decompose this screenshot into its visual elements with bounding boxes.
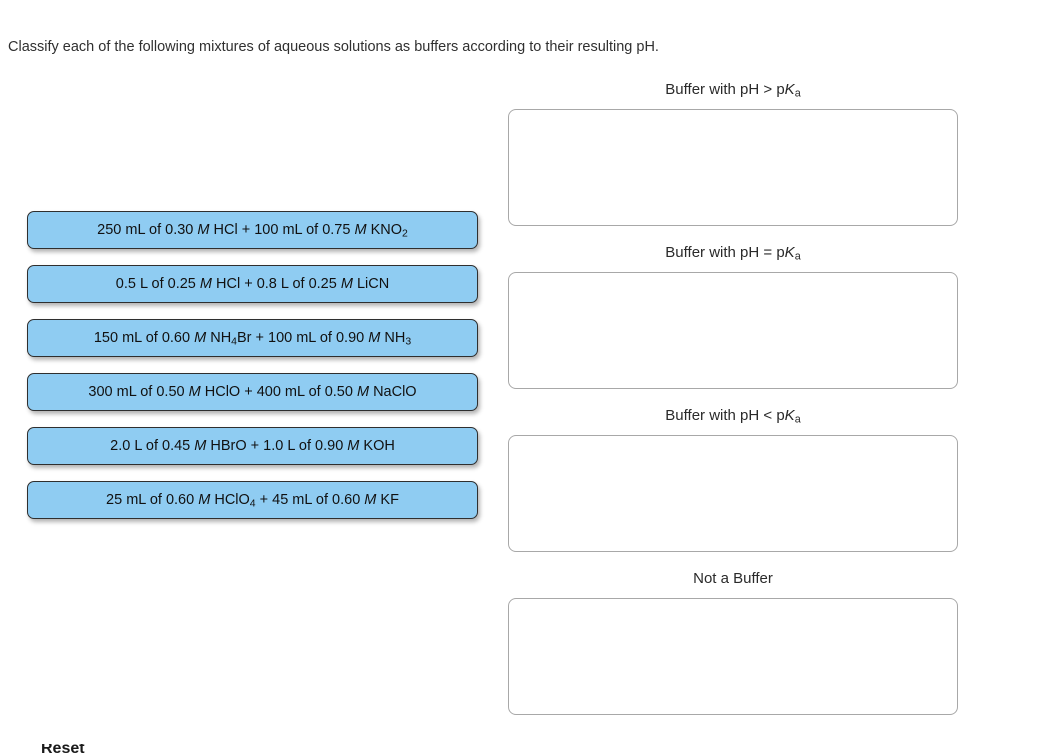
drop-zone-not-a-buffer[interactable] [508, 598, 958, 715]
drop-target-column: Buffer with pH > pKa Buffer with pH = pK… [508, 80, 958, 732]
drop-zone-ph-greater-than-pka[interactable] [508, 109, 958, 226]
draggable-item-label: 25 mL of 0.60 M HClO4 + 45 mL of 0.60 M … [106, 491, 399, 510]
draggable-item-label: 150 mL of 0.60 M NH4Br + 100 mL of 0.90 … [93, 329, 412, 348]
drop-zone-label: Buffer with pH = pKa [665, 244, 801, 263]
drop-group-ph-greater-than-pka: Buffer with pH > pKa [508, 80, 958, 226]
drop-zone-label: Buffer with pH > pKa [665, 81, 801, 100]
draggable-item[interactable]: 300 mL of 0.50 M HClO + 400 mL of 0.50 M… [27, 373, 478, 411]
drop-zone-ph-equal-pka[interactable] [508, 272, 958, 389]
reset-button[interactable]: Reset [41, 744, 85, 754]
draggable-item-label: 0.5 L of 0.25 M HCl + 0.8 L of 0.25 M Li… [115, 275, 390, 292]
drop-zone-ph-less-than-pka[interactable] [508, 435, 958, 552]
draggable-item-label: 300 mL of 0.50 M HClO + 400 mL of 0.50 M… [88, 383, 417, 400]
draggable-item[interactable]: 25 mL of 0.60 M HClO4 + 45 mL of 0.60 M … [27, 481, 478, 519]
drop-zone-label: Buffer with pH < pKa [665, 407, 801, 426]
draggable-item-label: 2.0 L of 0.45 M HBrO + 1.0 L of 0.90 M K… [110, 437, 395, 454]
item-bank: 250 mL of 0.30 M HCl + 100 mL of 0.75 M … [27, 211, 478, 535]
drop-group-ph-less-than-pka: Buffer with pH < pKa [508, 406, 958, 552]
drop-group-ph-equal-pka: Buffer with pH = pKa [508, 243, 958, 389]
question-prompt: Classify each of the following mixtures … [8, 39, 659, 55]
draggable-item[interactable]: 2.0 L of 0.45 M HBrO + 1.0 L of 0.90 M K… [27, 427, 478, 465]
draggable-item[interactable]: 0.5 L of 0.25 M HCl + 0.8 L of 0.25 M Li… [27, 265, 478, 303]
drop-group-not-a-buffer: Not a Buffer [508, 569, 958, 715]
drop-zone-label: Not a Buffer [693, 570, 773, 587]
draggable-item[interactable]: 150 mL of 0.60 M NH4Br + 100 mL of 0.90 … [27, 319, 478, 357]
draggable-item[interactable]: 250 mL of 0.30 M HCl + 100 mL of 0.75 M … [27, 211, 478, 249]
draggable-item-label: 250 mL of 0.30 M HCl + 100 mL of 0.75 M … [97, 221, 408, 240]
